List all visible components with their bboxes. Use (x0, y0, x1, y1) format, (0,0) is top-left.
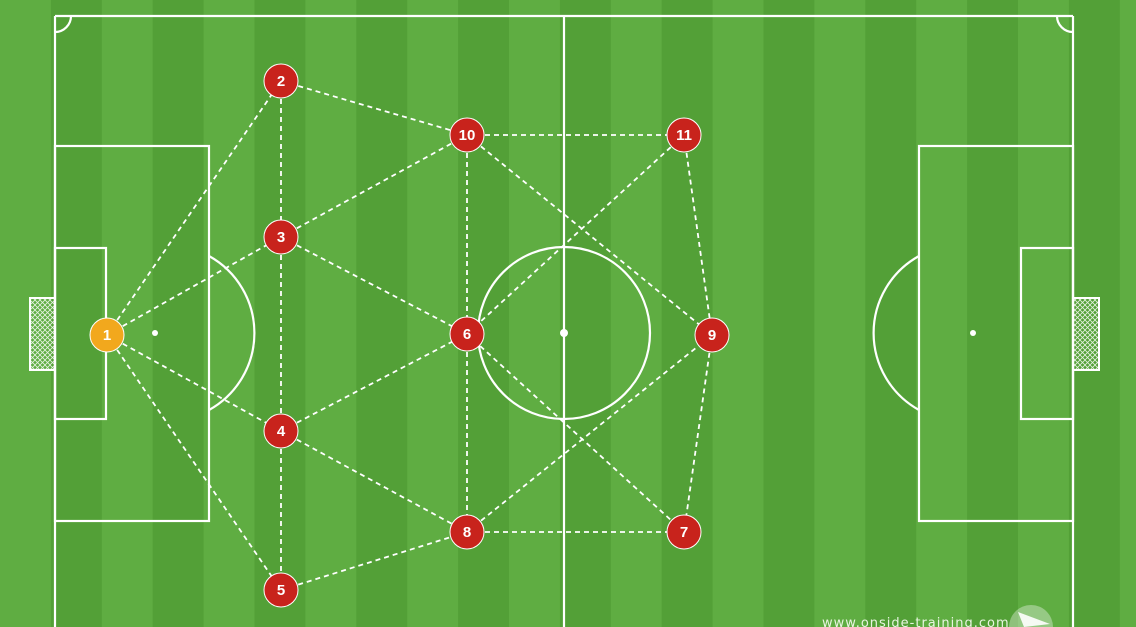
pitch-stripe (967, 0, 1019, 627)
passing-lanes (106, 80, 713, 591)
player-number: 5 (277, 582, 285, 599)
right-penalty-arc (872, 255, 920, 411)
pitch-stripe (559, 0, 612, 627)
pitch-stripe (101, 0, 154, 627)
right-penalty-spot (970, 330, 976, 336)
player-token (666, 514, 702, 550)
player-number: 7 (680, 524, 688, 541)
passing-lane-4-6 (280, 333, 468, 432)
pitch-stripe (1018, 0, 1070, 627)
watermark-text: www.onside-training.com (822, 616, 1010, 627)
player-number: 4 (277, 423, 286, 440)
top-left-corner-arc (54, 15, 73, 34)
players: 1 2 3 4 5 6 7 8 9 10 11 (89, 63, 730, 608)
player-5: 5 (263, 572, 299, 608)
passing-lane-3-6 (280, 236, 468, 335)
player-2: 2 (263, 63, 299, 99)
pitch-spots (152, 329, 976, 337)
watermark-logo-icon (1009, 605, 1053, 627)
pitch-stripe (152, 0, 205, 627)
player-11: 11 (666, 117, 702, 153)
passing-lane-5-8 (280, 531, 468, 591)
player-number: 3 (277, 229, 285, 246)
player-number: 6 (463, 326, 471, 343)
player-number: 8 (463, 524, 471, 541)
center-spot (560, 329, 568, 337)
pitch-stripe (763, 0, 815, 627)
pitch-stripe (305, 0, 357, 627)
player-4: 4 (263, 413, 299, 449)
player-3: 3 (263, 219, 299, 255)
player-6: 6 (449, 316, 485, 352)
left-penalty-arc (208, 255, 256, 411)
player-number: 2 (277, 73, 285, 90)
pitch-stripe (865, 0, 917, 627)
player-8: 8 (449, 514, 485, 550)
player-token (449, 316, 485, 352)
pitch-markings (53, 14, 1075, 627)
pitch-stripe (610, 0, 663, 627)
player-number: 9 (708, 327, 716, 344)
player-9: 9 (694, 317, 730, 353)
player-token (449, 117, 485, 153)
passing-lane-10-9 (466, 134, 713, 336)
pitch-stripe (814, 0, 866, 627)
pitch-stripe (916, 0, 968, 627)
player-number: 1 (103, 327, 111, 344)
pitch-stripe (203, 0, 256, 627)
player-1: 1 (89, 317, 125, 353)
right-goal-net (1072, 297, 1100, 371)
player-token (666, 117, 702, 153)
player-token (449, 514, 485, 550)
player-token (263, 63, 299, 99)
left-penalty-spot (152, 330, 158, 336)
pitch-stripe (509, 0, 561, 627)
passing-lane-1-5 (106, 334, 282, 591)
pitch-stripe (1119, 0, 1136, 627)
passing-lane-1-4 (106, 334, 282, 432)
passing-lane-1-3 (106, 236, 282, 336)
passing-lane-9-7 (683, 334, 713, 533)
player-token (694, 317, 730, 353)
passing-lane-11-9 (683, 134, 713, 336)
pitch-stripe (712, 0, 765, 627)
goals (29, 297, 1100, 371)
pitch-stripe (356, 0, 408, 627)
player-token (263, 413, 299, 449)
player-token (263, 219, 299, 255)
pitch-stripe (50, 0, 103, 627)
top-right-corner-arc (1055, 15, 1074, 34)
player-number: 11 (676, 127, 692, 144)
passing-lane-11-6 (466, 134, 685, 335)
left-goal-net (29, 297, 56, 371)
player-7: 7 (666, 514, 702, 550)
player-number: 10 (459, 127, 476, 144)
player-token (89, 317, 125, 353)
passing-lane-1-2 (106, 80, 282, 336)
player-10: 10 (449, 117, 485, 153)
passing-lane-6-7 (466, 333, 685, 533)
player-token (263, 572, 299, 608)
passing-lane-8-9 (466, 334, 713, 533)
